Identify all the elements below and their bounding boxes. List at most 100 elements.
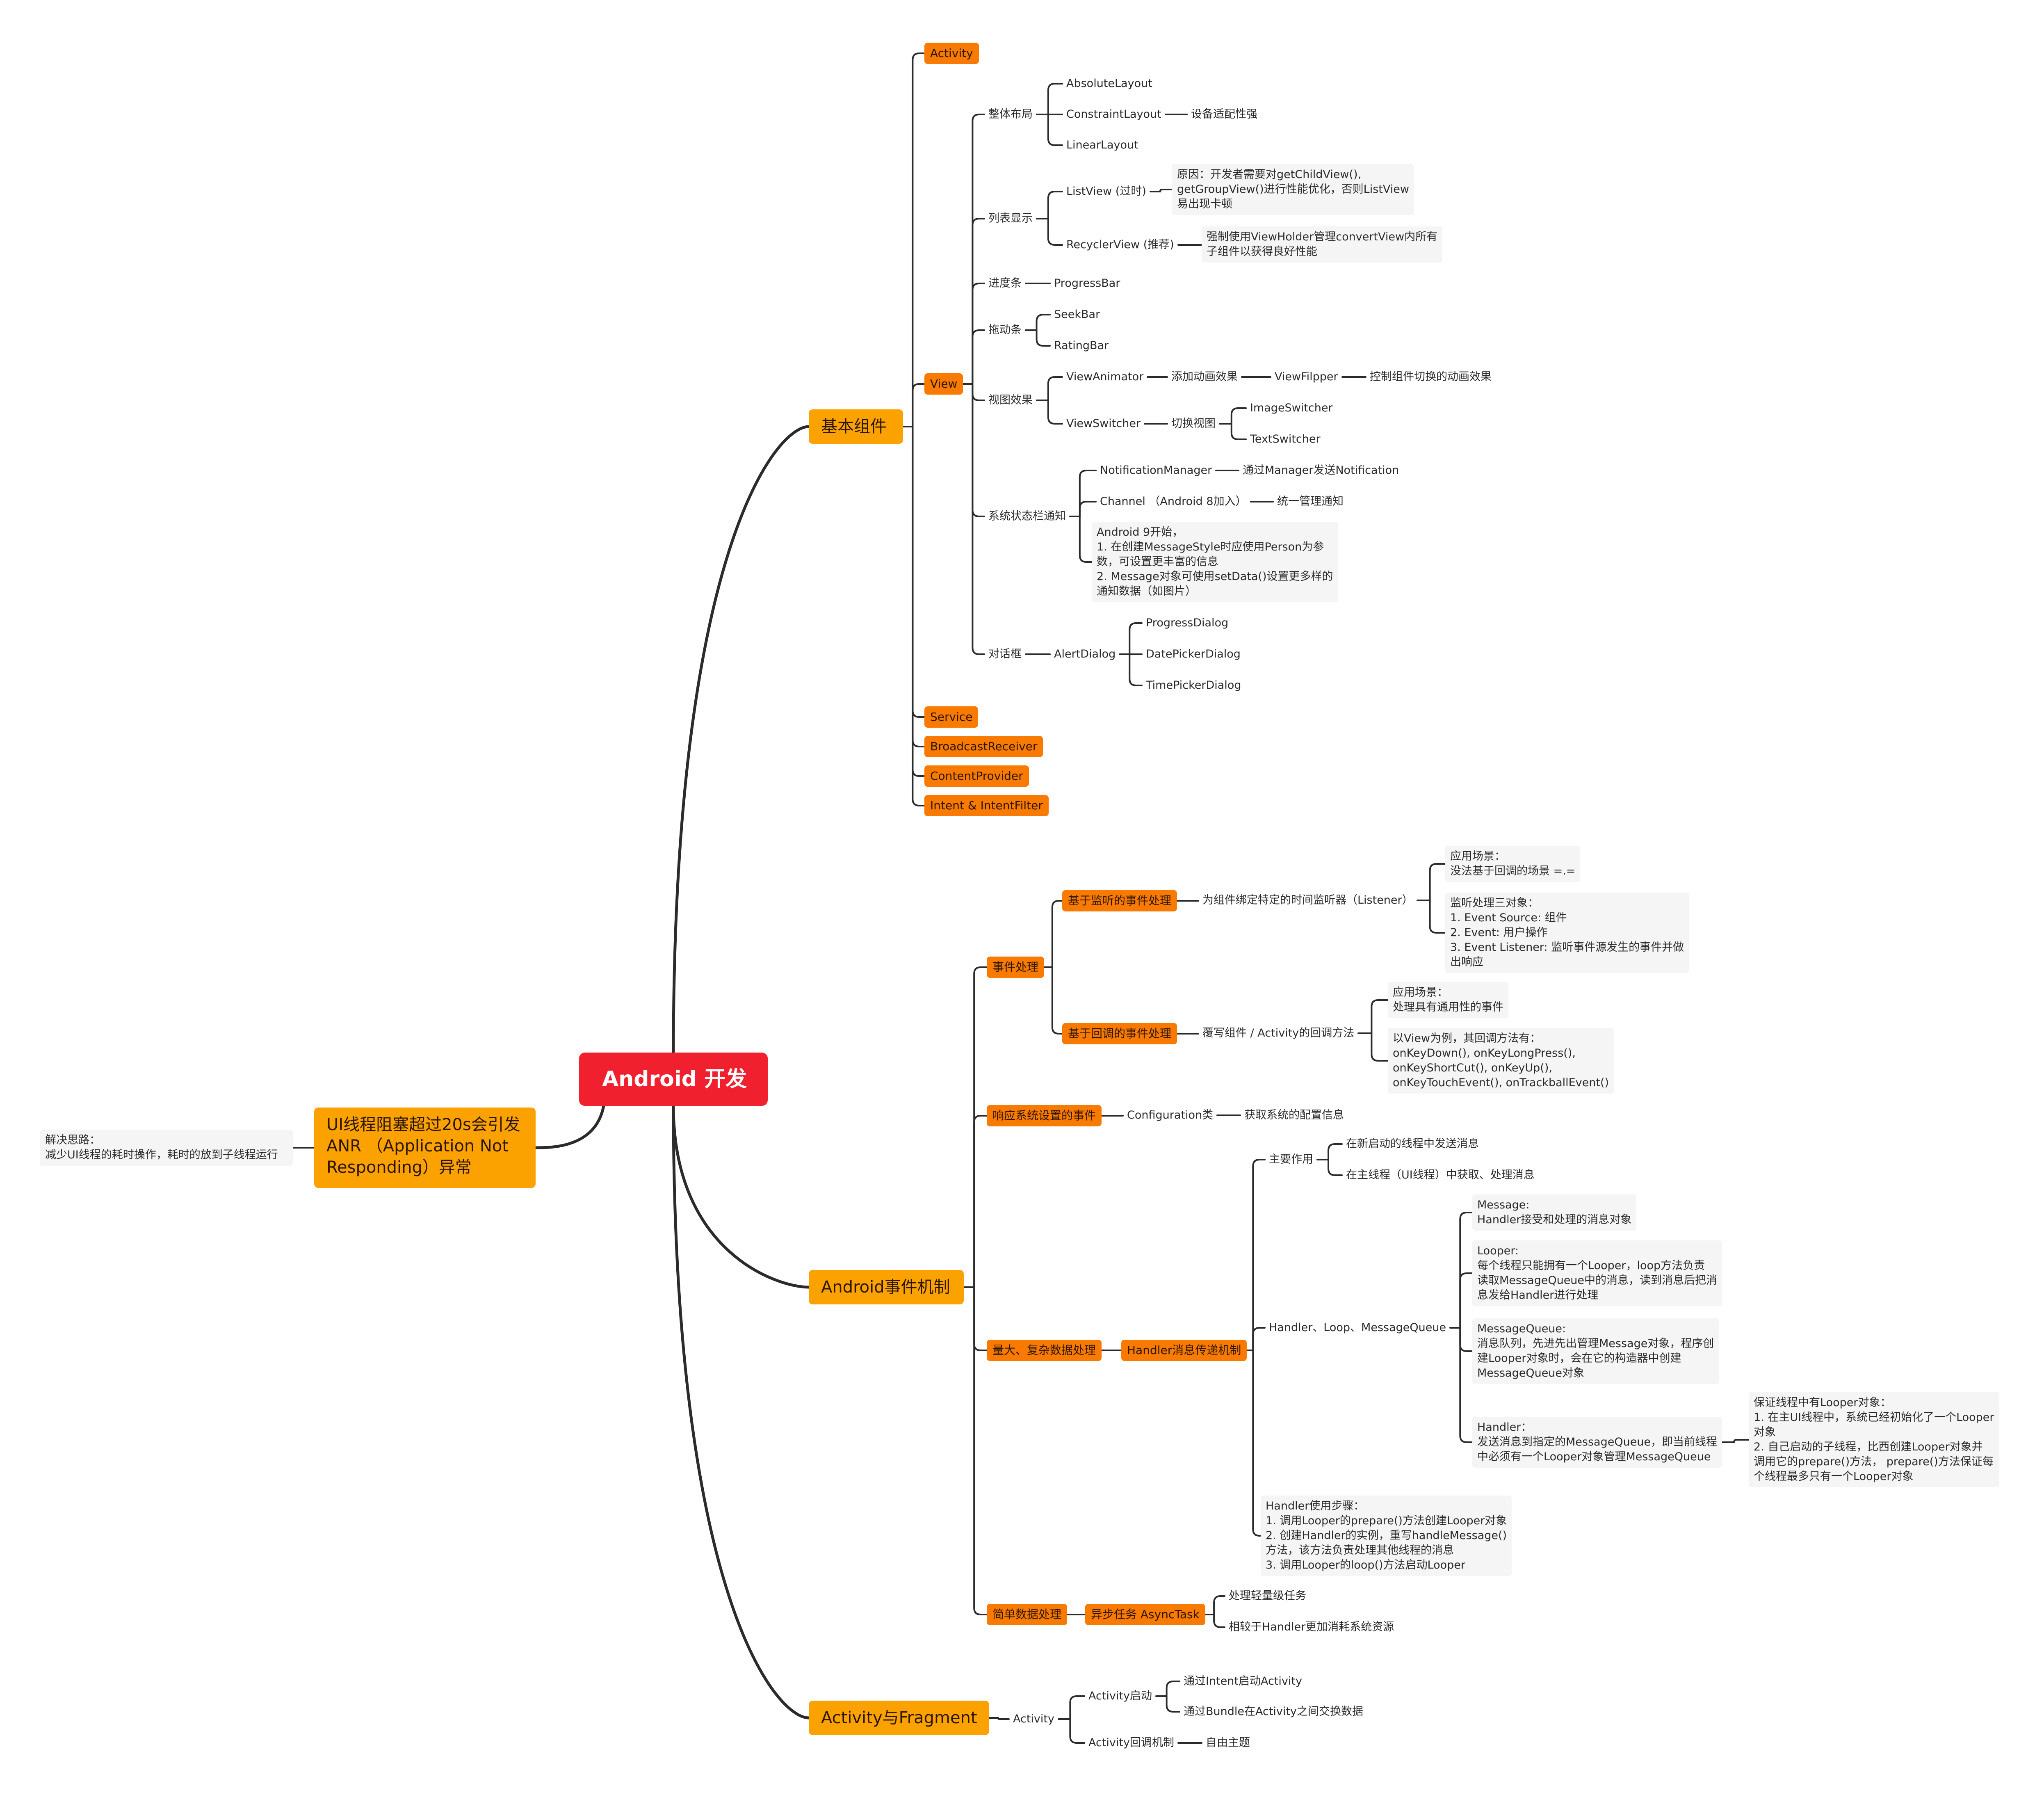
leaf-alert-dialog[interactable]: AlertDialog [1054,648,1116,660]
leaf-channel-note[interactable]: 统一管理通知 [1277,495,1344,508]
link-event-complex [973,1286,988,1351]
leaf-async-cost[interactable]: 相较于Handler更加消耗系统资源 [1229,1621,1394,1633]
leaf-switch-view[interactable]: 切换视图 [1171,417,1216,430]
leaf-android9-note[interactable]: Android 9开始， 1. 在创建MessageStyle时应使用Perso… [1092,522,1338,602]
link-notify-nm [1079,470,1097,517]
link-effect-animator [1047,376,1063,401]
leaf-async-light[interactable]: 处理轻量级任务 [1229,1589,1306,1602]
leaf-image-switcher[interactable]: ImageSwitcher [1250,402,1333,414]
node-simple-data[interactable]: 简单数据处理 [987,1604,1068,1625]
leaf-progress[interactable]: 进度条 [988,277,1022,290]
link-view-progress [972,283,985,385]
leaf-progress-dialog[interactable]: ProgressDialog [1146,617,1229,629]
node-intent-filter[interactable]: Intent & IntentFilter [924,795,1049,816]
node-broadcast-receiver[interactable]: BroadcastReceiver [924,736,1043,757]
leaf-message[interactable]: Message: Handler接受和处理的消息对象 [1472,1194,1637,1231]
leaf-callback-desc[interactable]: 覆写组件 / Activity的回调方法 [1202,1027,1355,1039]
link-view-list [972,218,985,385]
leaf-constraint-note[interactable]: 设备适配性强 [1191,108,1257,121]
leaf-recyclerview[interactable]: RecyclerView (推荐) [1066,238,1174,251]
leaf-looper[interactable]: Looper: 每个线程只能拥有一个Looper，loop方法负责 读取Mess… [1472,1240,1722,1306]
leaf-callback-scene[interactable]: 应用场景： 处理具有通用性的事件 [1388,982,1508,1018]
leaf-handler-loop-queue[interactable]: Handler、Loop、MessageQueue [1269,1321,1446,1334]
leaf-date-picker-dialog[interactable]: DatePickerDialog [1146,648,1241,660]
link-view-drag [972,329,985,385]
leaf-text-switcher[interactable]: TextSwitcher [1250,433,1321,445]
node-content-provider[interactable]: ContentProvider [924,765,1029,787]
leaf-message-queue[interactable]: MessageQueue: 消息队列，先进先出管理Message对象，程序创 建… [1472,1318,1719,1384]
topic-basic-components[interactable]: 基本组件 [809,409,903,444]
node-handler-mechanism[interactable]: Handler消息传递机制 [1121,1340,1247,1361]
node-callback-based[interactable]: 基于回调的事件处理 [1062,1023,1177,1044]
leaf-listener-scene[interactable]: 应用场景： 没法基于回调的场景 =.= [1445,846,1581,882]
leaf-listview[interactable]: ListView (过时) [1066,185,1146,198]
leaf-linear-layout[interactable]: LinearLayout [1066,139,1138,151]
leaf-notification-manager-note[interactable]: 通过Manager发送Notification [1243,464,1399,477]
node-view[interactable]: View [924,373,963,395]
leaf-time-picker-dialog[interactable]: TimePickerDialog [1146,679,1241,692]
leaf-flipper-note[interactable]: 控制组件切换的动画效果 [1370,370,1492,383]
leaf-recyclerview-note[interactable]: 强制使用ViewHolder管理convertView内所有 子组件以获得良好性… [1202,226,1443,263]
leaf-list[interactable]: 列表显示 [988,212,1033,225]
leaf-main-role[interactable]: 主要作用 [1269,1153,1313,1166]
leaf-start-intent[interactable]: 通过Intent启动Activity [1184,1675,1302,1688]
link-main_role-role2 [1328,1159,1343,1176]
node-async-task[interactable]: 异步任务 AsyncTask [1085,1604,1205,1625]
leaf-looper-guarantee[interactable]: 保证线程中有Looper对象： 1. 在主UI线程中，系统已经初始化了一个Loo… [1749,1392,1999,1487]
link-listview-listview_note [1159,189,1173,192]
leaf-handler-steps[interactable]: Handler使用步骤： 1. 调用Looper的prepare()方法创建Lo… [1261,1496,1512,1576]
leaf-configuration-note[interactable]: 获取系统的配置信息 [1244,1109,1344,1121]
link-switch_view-imageswitcher [1230,407,1247,425]
node-listener-based[interactable]: 基于监听的事件处理 [1062,890,1177,911]
leaf-listener-desc[interactable]: 为组件绑定特定的时间监听器（Listener） [1202,894,1413,907]
leaf-view-flipper[interactable]: ViewFilpper [1275,370,1338,383]
leaf-drag[interactable]: 拖动条 [988,324,1022,336]
link-view-notify [972,383,985,517]
leaf-listview-note[interactable]: 原因：开发者需要对getChildView(), getGroupView()进… [1172,164,1414,215]
link-act-act_callback [1069,1718,1085,1744]
node-activity[interactable]: Activity [924,43,979,64]
link-hlm-handler [1459,1327,1473,1443]
node-service[interactable]: Service [924,706,979,728]
node-config-event[interactable]: 响应系统设置的事件 [987,1105,1102,1126]
leaf-free-theme[interactable]: 自由主题 [1206,1736,1250,1749]
leaf-listener-three[interactable]: 监听处理三对象： 1. Event Source: 组件 2. Event: 用… [1445,893,1689,973]
leaf-start-bundle[interactable]: 通过Bundle在Activity之间交换数据 [1184,1705,1363,1718]
link-asynctask-async2 [1213,1614,1225,1628]
topic-anr[interactable]: UI线程阻塞超过20s会引发 ANR （Application Not Resp… [314,1108,536,1188]
leaf-status-notification[interactable]: 系统状态栏通知 [988,510,1066,523]
leaf-absolute-layout[interactable]: AbsoluteLayout [1066,77,1152,90]
leaf-constraint-layout[interactable]: ConstraintLayout [1066,108,1161,121]
leaf-view-effect[interactable]: 视图效果 [988,394,1033,407]
link-drag-seekbar [1036,314,1051,331]
leaf-handler[interactable]: Handler： 发送消息到指定的MessageQueue，即当前线程 中必须有… [1472,1417,1722,1468]
leaf-callback-methods[interactable]: 以View为例，其回调方法有： onKeyDown(), onKeyLongPr… [1388,1028,1614,1094]
leaf-activity-callback[interactable]: Activity回调机制 [1088,1736,1174,1749]
leaf-seekbar[interactable]: SeekBar [1054,308,1100,321]
leaf-activity-start[interactable]: Activity启动 [1088,1690,1152,1702]
topic-activity-fragment[interactable]: Activity与Fragment [809,1701,989,1735]
leaf-dialog[interactable]: 对话框 [988,648,1022,660]
topic-event-mechanism[interactable]: Android事件机制 [809,1270,964,1304]
link-basic-provider [912,426,925,777]
node-complex-data[interactable]: 量大、复杂数据处理 [987,1340,1102,1361]
anr-solution-note[interactable]: 解决思路： 减少UI线程的耗时操作，耗时的放到子线程运行 [40,1130,293,1166]
link-view-layout [972,114,985,385]
leaf-configuration-class[interactable]: Configuration类 [1127,1109,1214,1121]
leaf-role-send[interactable]: 在新启动的线程中发送消息 [1346,1137,1479,1150]
leaf-animation-add[interactable]: 添加动画效果 [1171,370,1238,383]
leaf-view-switcher[interactable]: ViewSwitcher [1066,417,1141,430]
link-handler_mech-main_role [1252,1159,1266,1351]
node-event-handling[interactable]: 事件处理 [987,957,1045,978]
leaf-view-animator[interactable]: ViewAnimator [1066,370,1144,383]
root-topic[interactable]: Android 开发 [579,1053,768,1106]
leaf-notification-manager[interactable]: NotificationManager [1100,464,1212,477]
leaf-channel[interactable]: Channel （Android 8加入） [1100,495,1247,508]
leaf-activity[interactable]: Activity [1013,1713,1054,1725]
leaf-progressbar[interactable]: ProgressBar [1054,277,1120,290]
leaf-ratingbar[interactable]: RatingBar [1054,339,1109,352]
link-layout-linear [1047,114,1063,146]
leaf-role-handle[interactable]: 在主线程（UI线程）中获取、处理消息 [1346,1169,1535,1181]
leaf-layout[interactable]: 整体布局 [988,108,1033,121]
